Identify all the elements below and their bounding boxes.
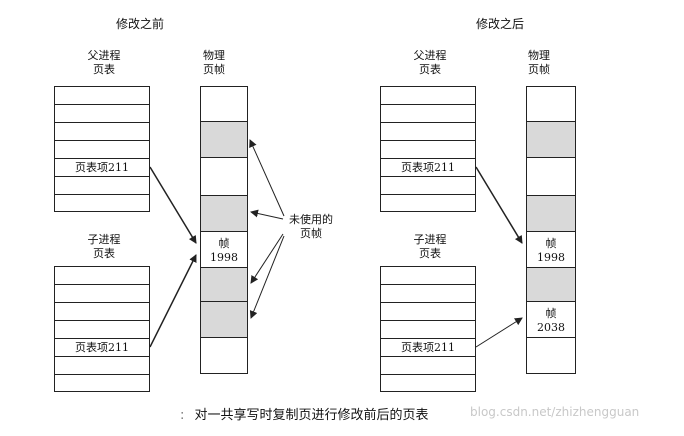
after-parent-page-table: 页表项211 <box>380 86 476 212</box>
parent-label-line2: 页表 <box>93 63 115 76</box>
frames-label-line2: 页帧 <box>528 63 550 76</box>
physical-frames-label: 物理 页帧 <box>200 49 228 77</box>
table-row <box>55 141 149 159</box>
table-row <box>381 285 475 303</box>
arrow-after-parent-to-1998 <box>475 166 523 244</box>
table-row <box>381 357 475 375</box>
table-row <box>55 285 149 303</box>
unused-frame <box>527 195 575 231</box>
table-row <box>55 267 149 285</box>
page-table-entry-211: 页表项211 <box>381 159 475 177</box>
table-row <box>55 303 149 321</box>
unused-frame <box>201 301 247 337</box>
table-row <box>381 177 475 195</box>
before-title: 修改之前 <box>116 17 165 31</box>
arrow-after-child-to-2038 <box>475 317 523 348</box>
after-parent-page-table-label: 父进程 页表 <box>384 49 476 77</box>
parent-page-table: 页表项211 <box>54 86 150 212</box>
frames-label-line1: 物理 <box>528 49 550 62</box>
unused-label-line2: 页帧 <box>300 227 322 240</box>
table-row <box>381 267 475 285</box>
child-page-table: 页表项211 <box>54 266 150 392</box>
table-row <box>381 123 475 141</box>
table-row <box>381 303 475 321</box>
table-row <box>381 87 475 105</box>
frame-1998: 帧 1998 <box>201 231 247 267</box>
parent-label-line1: 父进程 <box>413 49 447 62</box>
frame-cell <box>527 337 575 374</box>
after-physical-frames-label: 物理 页帧 <box>525 49 553 77</box>
frame-cell <box>201 337 247 374</box>
frame-label: 帧 <box>545 307 557 320</box>
arrow-unused-1 <box>249 139 285 217</box>
child-label-line1: 子进程 <box>413 233 447 246</box>
physical-frames-column: 帧 1998 <box>200 86 248 374</box>
arrow-unused-3 <box>250 233 284 284</box>
frame-number: 1998 <box>537 251 565 264</box>
child-label-line2: 页表 <box>93 247 115 260</box>
parent-label-line1: 父进程 <box>87 49 121 62</box>
unused-frame <box>201 121 247 157</box>
table-row <box>381 321 475 339</box>
page-table-entry-211: 页表项211 <box>55 159 149 177</box>
parent-page-table-label: 父进程 页表 <box>58 49 150 77</box>
unused-frames-label: 未使用的 页帧 <box>283 213 339 241</box>
after-child-page-table-label: 子进程 页表 <box>384 233 476 261</box>
frame-2038: 帧 2038 <box>527 301 575 337</box>
table-row <box>381 105 475 123</box>
table-row <box>55 105 149 123</box>
table-row <box>55 321 149 339</box>
table-row <box>55 123 149 141</box>
caption-text: 对一共享写时复制页进行修改前后的页表 <box>194 408 429 423</box>
child-label-line2: 页表 <box>419 247 441 260</box>
child-page-table-label: 子进程 页表 <box>58 233 150 261</box>
arrow-unused-2 <box>250 209 284 220</box>
table-row <box>55 87 149 105</box>
after-title: 修改之后 <box>476 17 525 31</box>
figure-caption: : 对一共享写时复制页进行修改前后的页表 <box>180 404 429 423</box>
page-table-entry-211: 页表项211 <box>55 339 149 357</box>
parent-label-line2: 页表 <box>419 63 441 76</box>
frames-label-line1: 物理 <box>203 49 225 62</box>
unused-frame <box>527 121 575 157</box>
frame-label: 帧 <box>218 237 230 250</box>
frame-cell <box>527 157 575 195</box>
arrow-parent-to-frame <box>149 166 197 244</box>
unused-frame <box>527 267 575 301</box>
unused-label-line1: 未使用的 <box>289 213 333 226</box>
child-label-line1: 子进程 <box>87 233 121 246</box>
watermark: blog.csdn.net/zhizhengguan <box>470 405 640 419</box>
table-row <box>55 177 149 195</box>
frame-label: 帧 <box>545 237 557 250</box>
caption-prefix: : <box>180 408 185 423</box>
arrow-unused-4 <box>249 235 285 319</box>
frames-label-line2: 页帧 <box>203 63 225 76</box>
unused-frame <box>201 267 247 301</box>
table-row <box>55 357 149 375</box>
page-table-entry-211: 页表项211 <box>381 339 475 357</box>
frame-1998: 帧 1998 <box>527 231 575 267</box>
frame-number: 2038 <box>537 321 565 334</box>
unused-frame <box>201 195 247 231</box>
table-row <box>381 141 475 159</box>
arrow-child-to-frame <box>149 254 197 348</box>
frame-number: 1998 <box>210 251 238 264</box>
after-physical-frames-column: 帧 1998 帧 2038 <box>526 86 576 374</box>
after-child-page-table: 页表项211 <box>380 266 476 392</box>
frame-cell <box>201 157 247 195</box>
